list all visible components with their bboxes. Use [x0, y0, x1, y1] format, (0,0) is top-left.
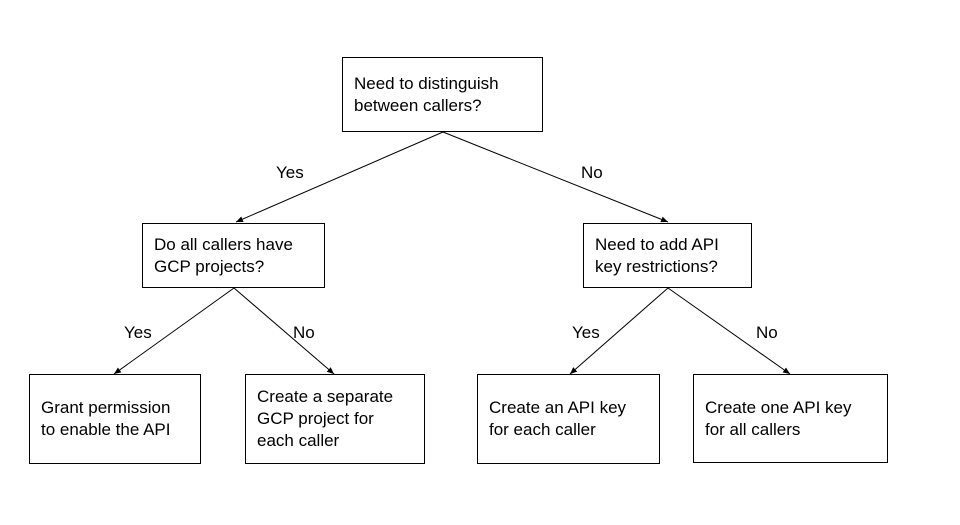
arrow-gcp-no	[233, 287, 335, 375]
node-one-key-text: Create one API key for all callers	[705, 397, 852, 439]
node-restrictions-question-text: Need to add API key restrictions?	[595, 234, 719, 276]
node-gcp-question-text: Do all callers have GCP projects?	[154, 234, 293, 276]
node-one-key: Create one API key for all callers	[693, 374, 888, 463]
edge-label-restrictions-no: No	[756, 323, 778, 342]
arrow-restrictions-yes	[569, 287, 669, 375]
node-root-text: Need to distinguish between callers?	[354, 73, 499, 115]
node-gcp-question: Do all callers have GCP projects?	[142, 223, 325, 288]
edge-label-gcp-yes: Yes	[124, 323, 152, 342]
edge-label-gcp-no: No	[293, 323, 315, 342]
arrow-root-no	[442, 131, 669, 223]
arrow-root-yes	[235, 131, 444, 223]
node-grant-permission: Grant permission to enable the API	[29, 374, 201, 464]
node-key-per-caller-text: Create an API key for each caller	[489, 398, 627, 439]
node-separate-project-text: Create a separate GCP project for each c…	[257, 387, 394, 450]
node-restrictions-question: Need to add API key restrictions?	[583, 223, 752, 288]
edge-label-restrictions-yes: Yes	[572, 323, 600, 342]
arrow-gcp-yes	[113, 287, 235, 375]
node-grant-permission-text: Grant permission to enable the API	[41, 398, 171, 439]
arrow-restrictions-no	[667, 287, 791, 375]
edge-label-root-yes: Yes	[276, 163, 304, 182]
node-root: Need to distinguish between callers?	[342, 57, 543, 132]
edge-label-root-no: No	[581, 163, 603, 182]
node-separate-project: Create a separate GCP project for each c…	[245, 374, 425, 464]
node-key-per-caller: Create an API key for each caller	[477, 374, 660, 464]
